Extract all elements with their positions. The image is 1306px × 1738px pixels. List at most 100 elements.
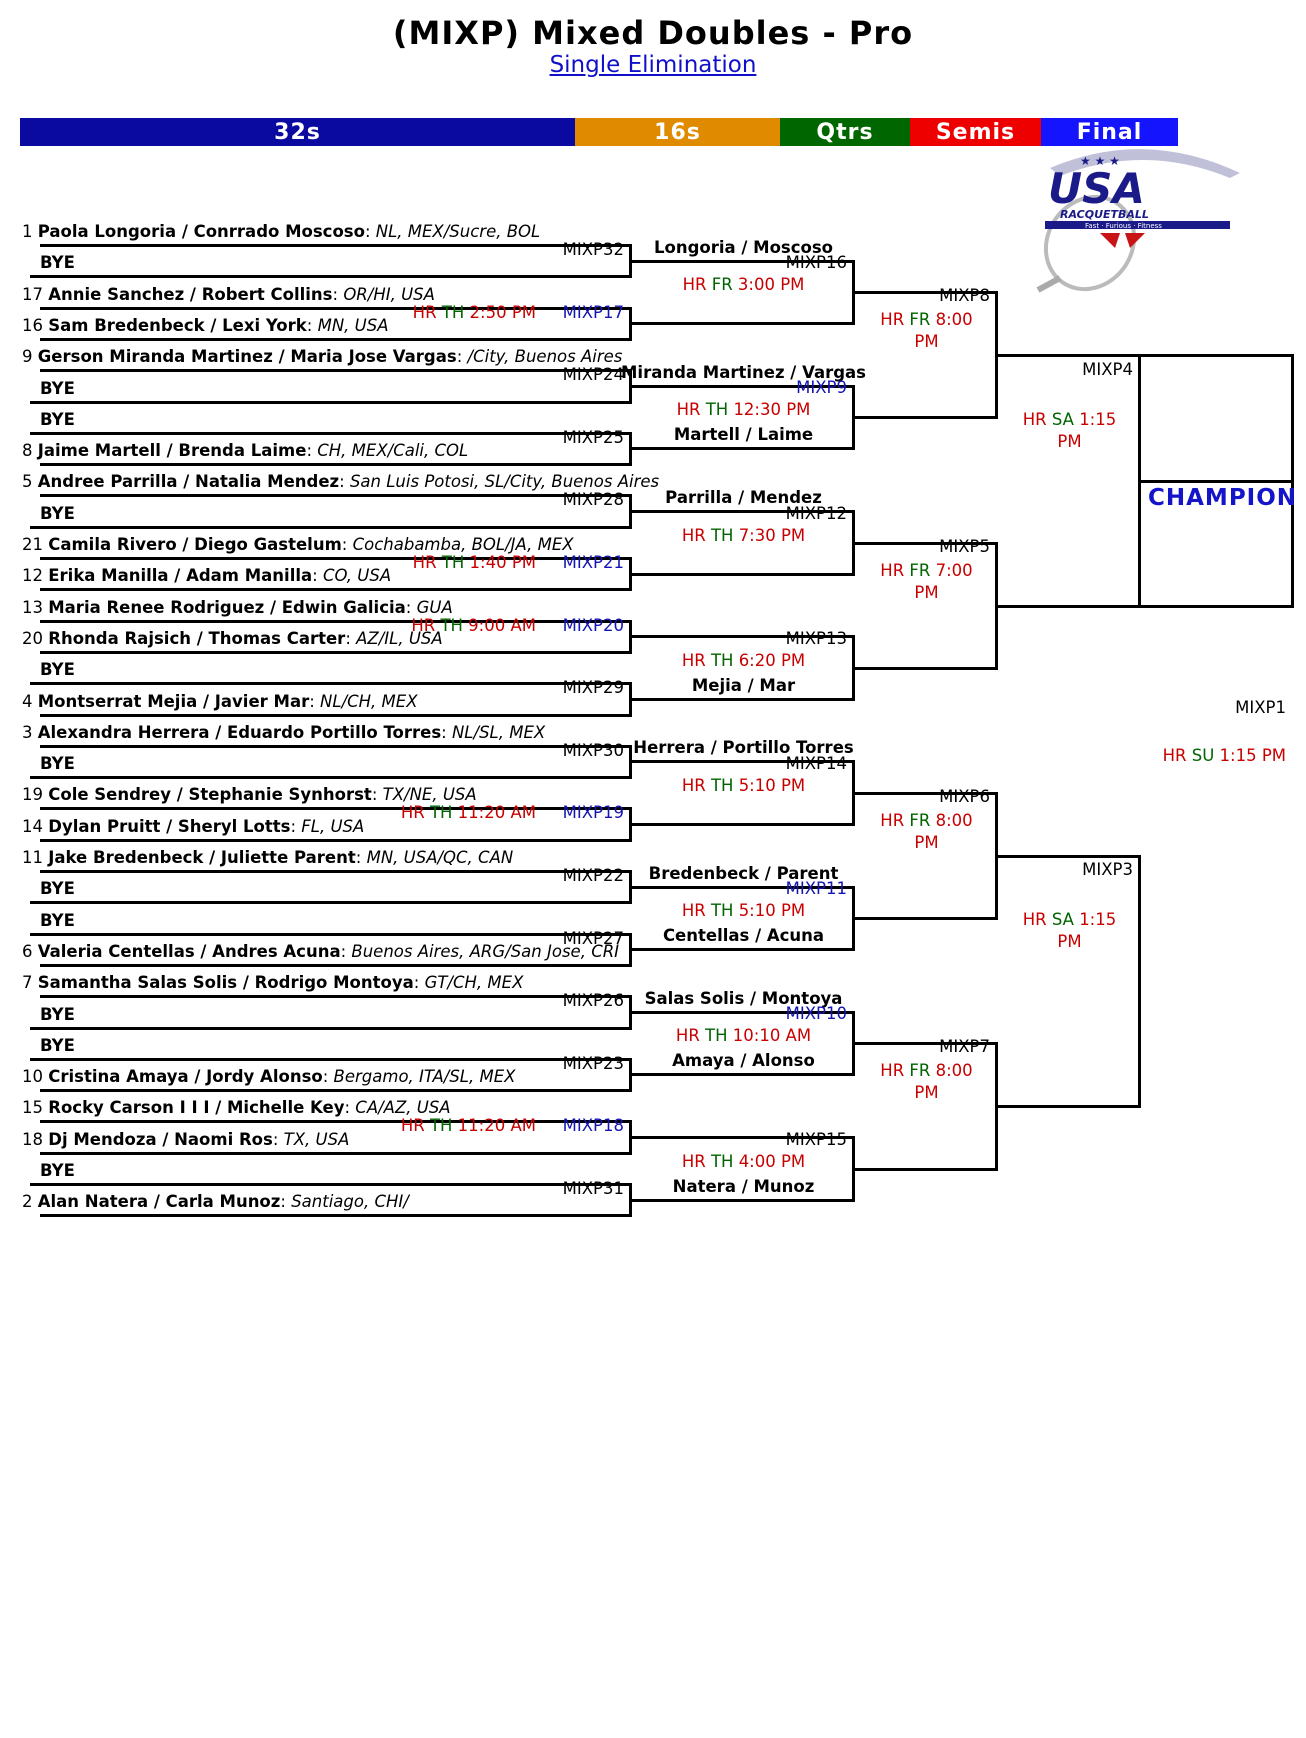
team-location: OR/HI, USA [343,285,435,304]
match-bracket [629,1120,632,1155]
match-bracket [995,1042,998,1171]
court: HR [412,553,442,572]
separator: : [280,1192,292,1211]
match-id: MIXP24 [562,365,624,384]
round-header-16s: 16s [575,118,780,146]
winner-name: Parrilla / Mendez [665,488,822,507]
match-id: MIXP29 [562,678,624,697]
team-location: TX, USA [283,1130,350,1149]
champion-line [1141,480,1294,483]
match-link-label: MIXP10 [785,1004,847,1023]
separator: : [332,285,344,304]
seed-number: 15 [22,1098,49,1117]
entry-line [30,432,632,435]
match-schedule: HR TH 5:10 PM [594,776,894,796]
seed-number: 2 [22,1192,38,1211]
match-bracket [629,870,632,904]
match-id: MIXP13 [785,629,847,648]
entry-row: 14 Dylan Pruitt / Sheryl Lotts: FL, USA [22,817,364,837]
team-location: NL/CH, MEX [320,692,418,711]
team-location: FL, USA [301,817,365,836]
day: TH [710,901,739,920]
team-location: MN, USA [317,316,389,335]
separator: : [405,598,417,617]
day: TH [441,303,470,322]
entry-line [40,338,632,341]
entry-row: 3 Alexandra Herrera / Eduardo Portillo T… [22,723,545,743]
winner-line [632,322,855,325]
separator: : [441,723,452,742]
entry-row: 2 Alan Natera / Carla Munoz: Santiago, C… [22,1192,409,1212]
round-header-final: Final [1041,118,1178,146]
entry-line [40,995,632,998]
match-bracket [852,260,855,325]
match-id: MIXP26 [562,991,624,1010]
winner-name: Natera / Munoz [672,1177,815,1196]
seed-number: 1 [22,222,38,241]
entry-row: 20 Rhonda Rajsich / Thomas Carter: AZ/IL… [22,629,443,649]
match-schedule: HR FR 8:00 [777,310,1077,330]
court: HR [681,651,711,670]
entry-row: 5 Andree Parrilla / Natalia Mendez: San … [22,472,659,492]
match-link-label: MIXP17 [562,303,624,322]
court: HR [412,303,442,322]
match-id: MIXP27 [562,929,624,948]
time: 11:20 AM [457,1116,536,1135]
separator: : [371,785,383,804]
time: 8:00 [935,310,973,329]
match-ampm: PM [914,583,939,602]
match-ampm: PM [1057,932,1082,951]
match-id: MIXP7 [939,1037,990,1056]
match-link-label: MIXP19 [562,803,624,822]
seed-number: 18 [22,1130,49,1149]
seed-number: 11 [22,848,49,867]
entry-row: 11 Jake Bredenbeck / Juliette Parent: MN… [22,848,513,868]
bye-slot: BYE [40,879,75,899]
match-link: MIXP21 [563,553,624,573]
separator: : [322,1067,334,1086]
winner-line [632,823,855,826]
day: TH [705,1026,733,1045]
seed-number: 12 [22,566,49,585]
court: HR [411,616,441,635]
seed-number: 19 [22,785,49,804]
match-bracket [852,635,855,701]
entry-row: 8 Jaime Martell / Brenda Laime: CH, MEX/… [22,441,468,461]
entry-row: 6 Valeria Centellas / Andres Acuna: Buen… [22,942,619,962]
single-elimination-link[interactable]: Single Elimination [549,52,757,78]
match-id: MIXP12 [785,504,847,523]
winner-line [998,354,1141,357]
entry-row: 4 Montserrat Mejia / Javier Mar: NL/CH, … [22,692,418,712]
team-location: CH, MEX/Cali, COL [317,441,469,460]
match-schedule: HR TH 6:20 PM [594,651,894,671]
day: TH [710,1152,739,1171]
team-name: Dj Mendoza / Naomi Ros [48,1130,273,1149]
seed-number: 21 [22,535,49,554]
match-ampm: PM [1057,432,1082,451]
court: HR [400,803,430,822]
team-location: TX/NE, USA [382,785,477,804]
match-id: MIXP25 [562,428,624,447]
team-location: GT/CH, MEX [424,973,524,992]
match-bracket [852,886,855,951]
time: 7:00 [935,561,973,580]
team-name: BYE [40,253,75,272]
match-bracket [629,1058,632,1092]
winner-line [632,1011,855,1014]
team-name: Samantha Salas Solis / Rodrigo Montoya [37,973,414,992]
entry-line [40,807,632,810]
court: HR [681,526,711,545]
entry-line [30,1183,632,1186]
team-name: BYE [40,1005,75,1024]
match-bracket [629,244,632,278]
match-schedule: HR TH 12:30 PM [594,400,894,420]
bye-slot: BYE [40,754,75,774]
draw-type: Single Elimination [0,52,1306,78]
team-location: AZ/IL, USA [356,629,443,648]
winner-line [632,1136,855,1139]
court: HR [681,1152,711,1171]
seed-number: 14 [22,817,49,836]
match-schedule: HR FR 8:00 [777,811,1077,831]
day: SA [1051,410,1080,429]
match-bracket [629,557,632,591]
